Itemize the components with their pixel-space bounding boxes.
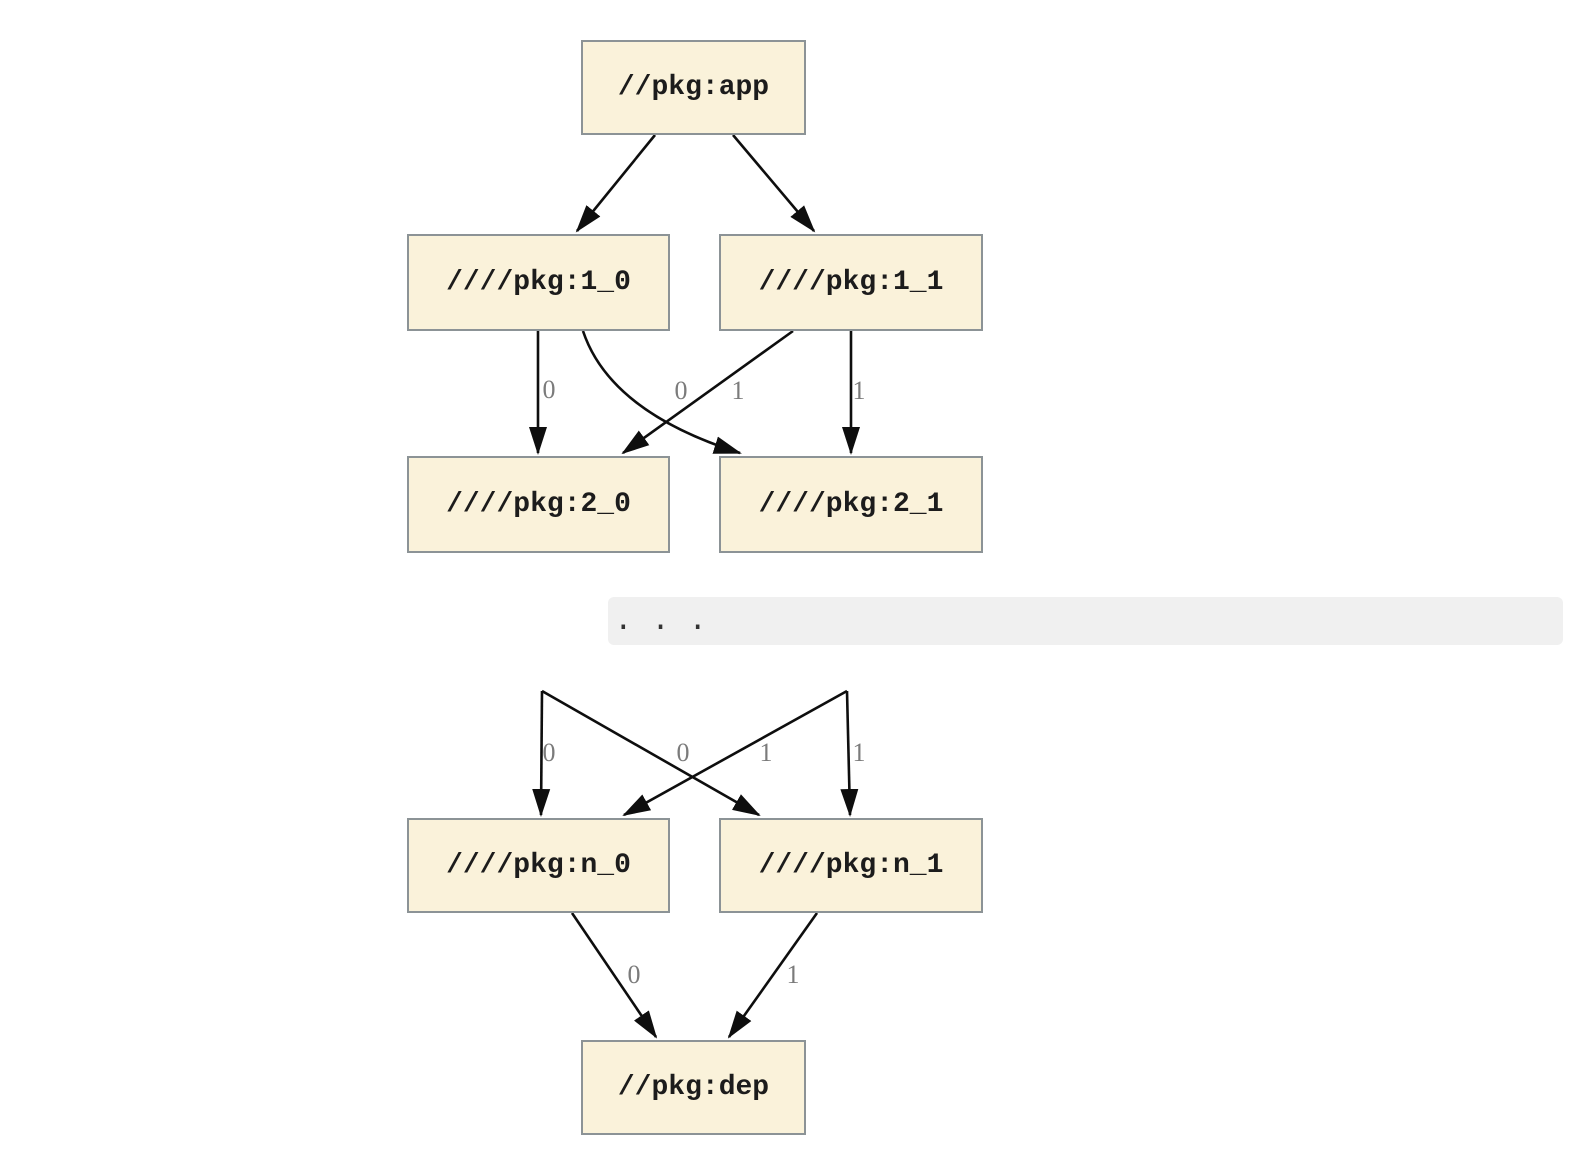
edge-label-ellipsis-n_0-diagonal: 0: [676, 738, 690, 767]
edge-n_1-to-dep: [727, 912, 819, 1039]
edge-app-to-1_1: [732, 134, 816, 233]
node-2_0: ////pkg:2_0: [407, 456, 670, 553]
node-1_1: ////pkg:1_1: [719, 234, 983, 331]
edge-label-ellipsis-n_1-diagonal: 1: [759, 738, 773, 767]
node-dep: //pkg:dep: [581, 1040, 806, 1135]
edge-ellipsis-to-n_1-diagonal: [541, 689, 761, 817]
ellipsis-band: . . .: [608, 597, 1563, 645]
node-2_1: ////pkg:2_1: [719, 456, 983, 553]
edge-ellipsis-to-n_0-vertical: [532, 690, 551, 817]
edge-ellipsis-to-n_0-diagonal: [622, 689, 848, 817]
edge-label-1_0-2_1: 1: [731, 376, 745, 405]
node-1_0: ////pkg:1_0: [407, 234, 670, 331]
edge-label-1_0-2_0: 0: [542, 375, 556, 404]
edge-app-to-1_0: [575, 134, 657, 233]
edge-1_0-to-2_1: [581, 330, 742, 455]
edge-label-ellipsis-n_0-vertical: 0: [542, 738, 556, 767]
node-n_0: ////pkg:n_0: [407, 818, 670, 913]
edge-label-1_1-2_0: 0: [674, 376, 688, 405]
edge-label-1_1-2_1: 1: [852, 376, 866, 405]
edge-label-n_1-dep: 1: [786, 960, 800, 989]
edge-1_1-to-2_0: [621, 329, 794, 455]
edge-ellipsis-to-n_1-vertical: [840, 690, 859, 817]
edge-label-ellipsis-n_1-vertical: 1: [852, 738, 866, 767]
node-app: //pkg:app: [581, 40, 806, 135]
node-n_1: ////pkg:n_1: [719, 818, 983, 913]
edge-label-n_0-dep: 0: [627, 960, 641, 989]
edge-n_0-to-dep: [570, 912, 658, 1039]
